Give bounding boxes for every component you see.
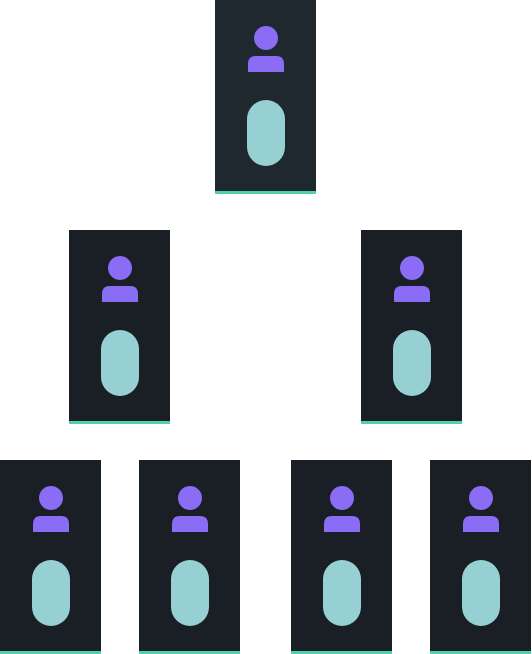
pill-indicator xyxy=(322,560,361,626)
pill-indicator xyxy=(392,330,431,396)
pill-indicator xyxy=(461,560,500,626)
person-icon xyxy=(247,26,284,72)
person-icon xyxy=(101,256,138,302)
node-card-level3-2[interactable] xyxy=(139,460,240,654)
person-icon xyxy=(32,486,69,532)
pill-indicator xyxy=(246,100,285,166)
person-icon xyxy=(323,486,360,532)
person-icon xyxy=(393,256,430,302)
node-card-level3-4[interactable] xyxy=(430,460,531,654)
node-card-level3-3[interactable] xyxy=(291,460,392,654)
person-icon xyxy=(171,486,208,532)
node-card-level2-left[interactable] xyxy=(69,230,170,424)
pill-indicator xyxy=(100,330,139,396)
node-card-level3-1[interactable] xyxy=(0,460,101,654)
pill-indicator xyxy=(170,560,209,626)
node-card-root[interactable] xyxy=(215,0,316,194)
person-icon xyxy=(462,486,499,532)
node-card-level2-right[interactable] xyxy=(361,230,462,424)
pill-indicator xyxy=(31,560,70,626)
